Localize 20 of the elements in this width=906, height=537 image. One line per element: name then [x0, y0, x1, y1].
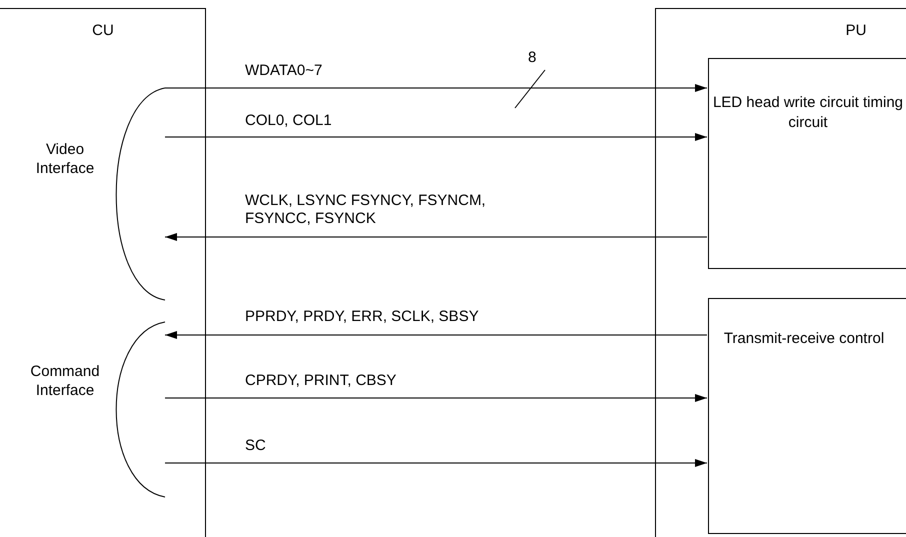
- circuit-block: [708, 58, 906, 269]
- unit-name: PU: [844, 21, 868, 41]
- signal-arrow: [164, 394, 708, 402]
- circuit-block: [708, 298, 906, 534]
- signal-arrow: [164, 84, 708, 92]
- unit-region: [655, 8, 906, 537]
- signal-label: PPRDY, PRDY, ERR, SCLK, SBSY: [245, 308, 479, 326]
- signal-arrow: [164, 133, 708, 141]
- bus-width-number: 8: [528, 48, 538, 67]
- unit-region: [0, 8, 206, 537]
- signal-arrow: [164, 459, 708, 467]
- signal-arrow: [164, 233, 708, 241]
- unit-name: CU: [91, 21, 115, 41]
- signal-label: CPRDY, PRINT, CBSY: [245, 372, 396, 390]
- interface-label: Command Interface: [29, 362, 101, 400]
- signal-arrow: [164, 331, 708, 339]
- block-label: Transmit-receive control: [722, 329, 886, 349]
- interface-label: Video Interface: [34, 140, 96, 178]
- signal-label: COL0, COL1: [245, 112, 332, 130]
- block-label: LED head write circuit timing circuit: [712, 93, 904, 133]
